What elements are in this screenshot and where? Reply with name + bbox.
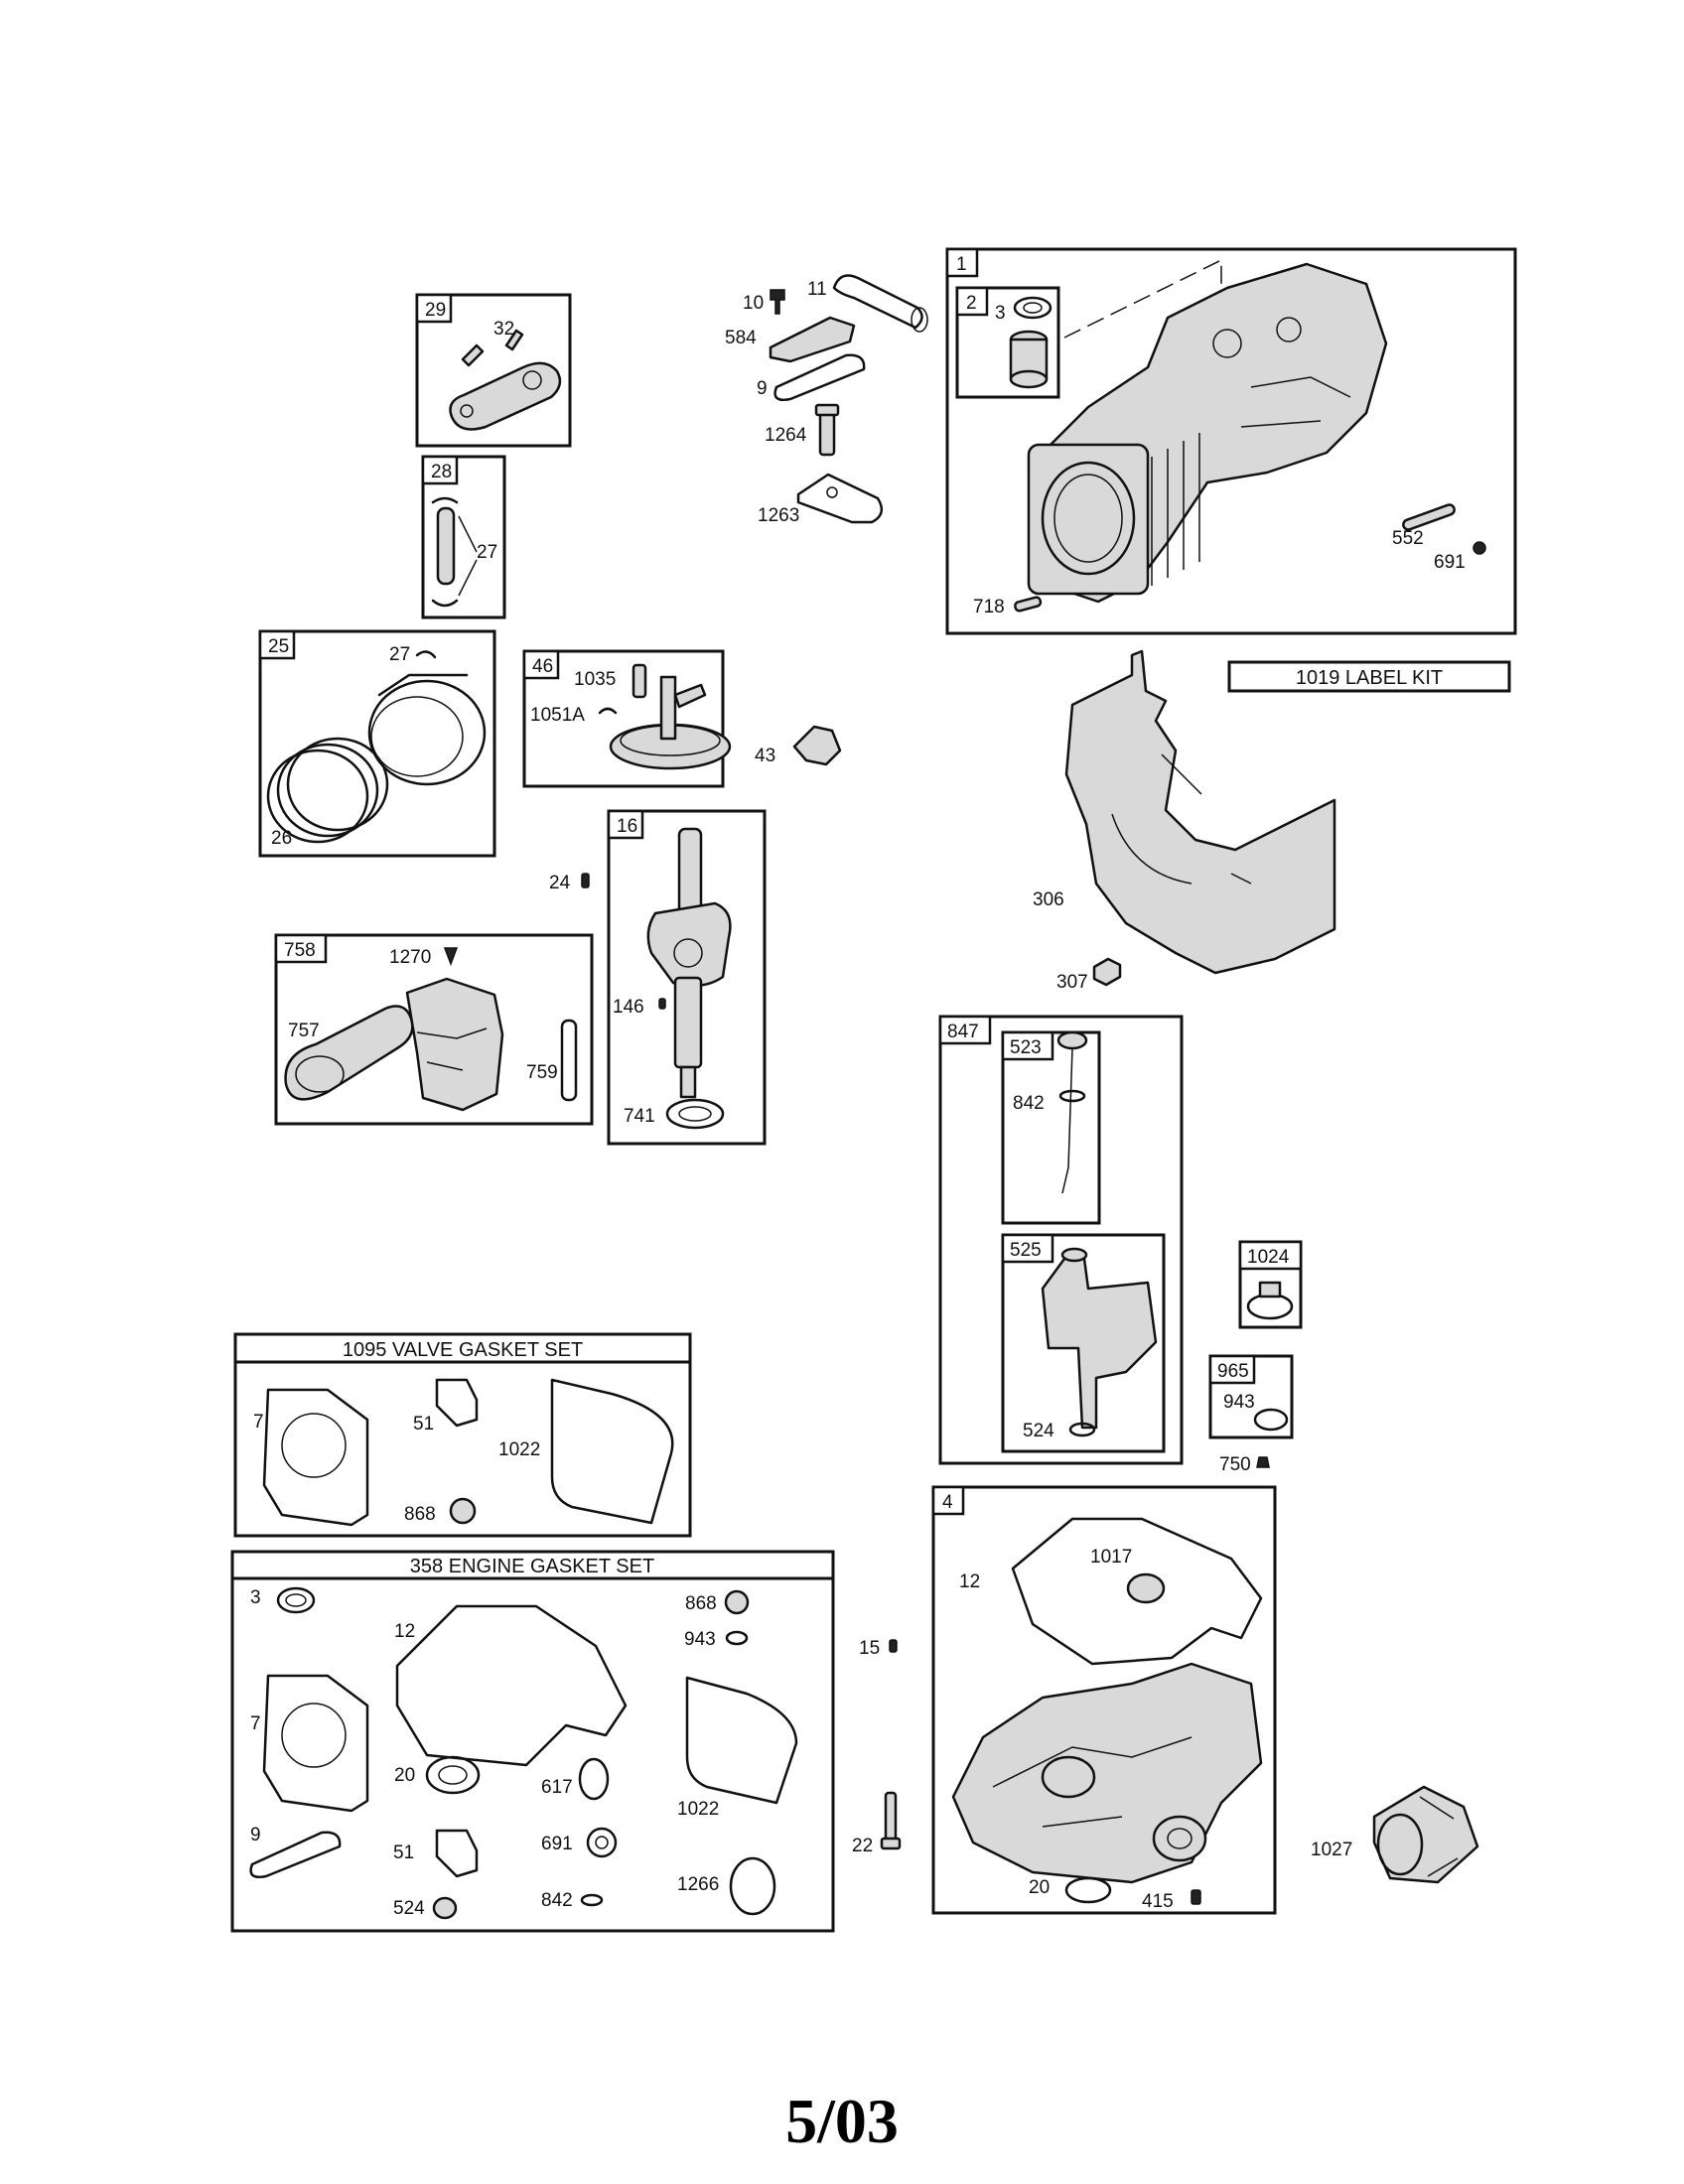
tag-1024: 1024 — [1247, 1247, 1290, 1268]
box-25-piston-assembly: 25 27 26 — [258, 629, 496, 858]
callout-306: 306 — [1033, 889, 1064, 910]
valve-gasket-set-title: 1095 VALVE GASKET SET — [343, 1339, 583, 1361]
label-kit-header: 1019 LABEL KIT — [1227, 660, 1511, 693]
callout-1263: 1263 — [758, 505, 799, 526]
box-1-cylinder-block: 1 2 3 552 691 718 — [945, 247, 1517, 635]
breather-assembly: 10 11 584 9 1264 1263 — [725, 274, 928, 526]
engine-callout-943: 943 — [684, 1629, 716, 1650]
tag-29: 29 — [425, 300, 446, 321]
box-28-piston-pin: 28 27 — [421, 455, 506, 619]
sump-callout-20: 20 — [1029, 1877, 1050, 1898]
sump-callout-12: 12 — [959, 1571, 980, 1592]
tag-46: 46 — [532, 656, 553, 677]
engine-callout-617: 617 — [541, 1777, 573, 1798]
box-29-connecting-rod: 29 32 — [415, 293, 572, 448]
callout-524: 524 — [1023, 1421, 1054, 1441]
engine-callout-1266: 1266 — [677, 1874, 719, 1895]
box-1024-filter: 1024 — [1238, 1240, 1303, 1329]
engine-callout-3: 3 — [250, 1587, 261, 1608]
tag-25: 25 — [268, 636, 289, 657]
valve-callout-7: 7 — [253, 1412, 264, 1433]
label-kit-title: 1019 LABEL KIT — [1296, 667, 1443, 689]
engine-callout-7: 7 — [250, 1713, 261, 1734]
tag-523: 523 — [1010, 1037, 1042, 1058]
tag-965: 965 — [1217, 1361, 1249, 1382]
callout-1027: 1027 — [1311, 1840, 1352, 1860]
callout-757: 757 — [288, 1021, 320, 1041]
callout-552: 552 — [1392, 528, 1424, 549]
callout-27-clip: 27 — [389, 644, 410, 665]
box-4-crankcase-sump: 4 12 1017 20 415 — [931, 1485, 1277, 1915]
tag-1: 1 — [956, 254, 967, 275]
loose-parts-15-22: 15 22 — [852, 1638, 902, 1856]
valve-callout-1022: 1022 — [498, 1439, 540, 1460]
engine-gasket-set: 358 ENGINE GASKET SET 3 12 868 943 7 20 … — [230, 1550, 835, 1933]
engine-callout-524: 524 — [393, 1898, 425, 1919]
tag-2: 2 — [966, 293, 977, 314]
callout-1035: 1035 — [574, 669, 616, 690]
tag-525: 525 — [1010, 1240, 1042, 1261]
valve-callout-51: 51 — [413, 1414, 434, 1434]
callout-842-oring: 842 — [1013, 1093, 1045, 1114]
callout-9: 9 — [757, 378, 768, 399]
callout-1264: 1264 — [765, 425, 807, 446]
callout-3: 3 — [995, 303, 1006, 324]
callout-10: 10 — [743, 293, 764, 314]
tag-4: 4 — [942, 1492, 953, 1513]
engine-callout-691: 691 — [541, 1834, 573, 1854]
sump-callout-415: 415 — [1142, 1891, 1174, 1912]
box-16-crankshaft: 16 24 146 741 — [549, 809, 767, 1146]
tag-758: 758 — [284, 940, 316, 961]
callout-584: 584 — [725, 328, 757, 348]
engine-callout-1022: 1022 — [677, 1799, 719, 1820]
engine-callout-20: 20 — [394, 1765, 415, 1786]
callout-146: 146 — [613, 997, 644, 1018]
callout-750: 750 — [1219, 1454, 1251, 1475]
callout-27: 27 — [477, 542, 497, 563]
callout-22: 22 — [852, 1836, 873, 1856]
valve-callout-868: 868 — [404, 1504, 436, 1525]
valve-gasket-set: 1095 VALVE GASKET SET 7 51 1022 868 — [233, 1332, 692, 1538]
engine-callout-9: 9 — [250, 1825, 261, 1845]
callout-1270: 1270 — [389, 947, 431, 968]
engine-callout-12: 12 — [394, 1621, 415, 1642]
tag-16: 16 — [617, 816, 637, 837]
box-847-dipstick-assembly: 847 523 842 525 524 — [938, 1015, 1184, 1465]
tag-847: 847 — [947, 1022, 979, 1042]
engine-callout-842: 842 — [541, 1890, 573, 1911]
page-date-code: 5/03 — [785, 2086, 899, 2156]
callout-691: 691 — [1434, 552, 1466, 573]
oil-filter-1027: 1027 — [1311, 1785, 1479, 1884]
callout-32: 32 — [493, 319, 514, 340]
engine-gasket-set-title: 358 ENGINE GASKET SET — [410, 1556, 654, 1577]
tag-28: 28 — [431, 462, 452, 482]
engine-callout-868: 868 — [685, 1593, 717, 1614]
box-758-valve-assembly: 758 1270 757 759 — [274, 933, 594, 1126]
callout-1051a: 1051A — [530, 705, 585, 726]
callout-741: 741 — [624, 1106, 655, 1127]
callout-718: 718 — [973, 597, 1005, 617]
sump-callout-1017: 1017 — [1090, 1547, 1132, 1568]
box-46-governor-gear: 46 1035 1051A 43 — [522, 649, 842, 788]
callout-15: 15 — [859, 1638, 880, 1659]
callout-307: 307 — [1056, 972, 1088, 993]
callout-759: 759 — [526, 1062, 558, 1083]
callout-943: 943 — [1223, 1392, 1255, 1413]
callout-11: 11 — [807, 279, 827, 300]
callout-26: 26 — [271, 828, 292, 849]
callout-24: 24 — [549, 873, 571, 893]
engine-callout-51: 51 — [393, 1843, 414, 1863]
box-965-parts: 965 943 750 — [1208, 1354, 1294, 1475]
callout-43: 43 — [755, 746, 775, 766]
blower-housing-306: 306 307 — [1033, 649, 1336, 993]
